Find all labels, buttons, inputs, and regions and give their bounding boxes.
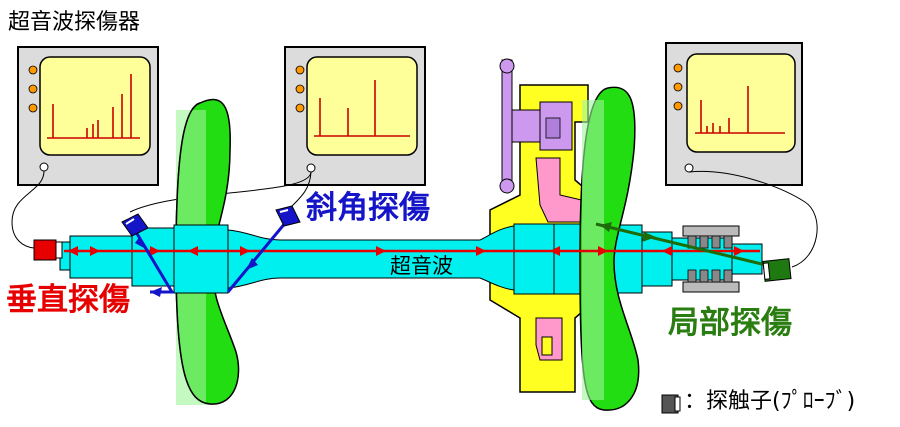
local-inspection-label: 局部探傷 xyxy=(668,305,792,341)
waveform-left xyxy=(47,74,140,139)
legend-probe-icon xyxy=(661,394,681,414)
flaw-detector-monitor-center xyxy=(284,46,426,186)
local-probe-icon xyxy=(762,258,792,282)
local-beam xyxy=(595,222,771,268)
vertical-probe-icon xyxy=(33,239,63,261)
ultrasonic-wave-label: 超音波 xyxy=(390,254,453,278)
waveform-right xyxy=(695,86,785,134)
flaw-detector-monitor-right xyxy=(665,42,803,186)
right-wheel xyxy=(579,86,640,411)
waveform-center xyxy=(314,80,410,137)
bearing xyxy=(682,225,740,293)
detector-title: 超音波探傷器 xyxy=(8,10,141,35)
angle-inspection-label: 斜角探傷 xyxy=(306,190,430,226)
flaw-detector-monitor-left xyxy=(17,46,159,186)
angle-probe-right-icon xyxy=(275,205,301,227)
vertical-beam xyxy=(64,246,760,256)
motor-flange xyxy=(499,58,573,194)
angle-beams xyxy=(134,221,288,297)
vertical-inspection-label: 垂直探傷 xyxy=(6,282,130,318)
legend-probe-label: ：探触子(ﾌﾟﾛｰﾌﾞ) xyxy=(684,389,856,414)
angle-probe-left-icon xyxy=(121,213,149,237)
